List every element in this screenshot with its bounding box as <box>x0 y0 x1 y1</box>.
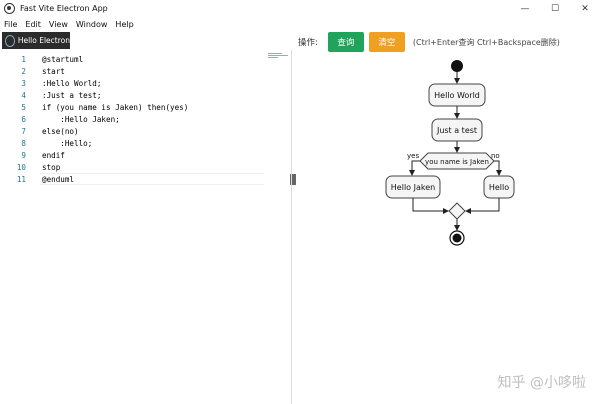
line-number: 11 <box>16 174 26 184</box>
line-number: 2 <box>21 66 26 76</box>
window-title: Fast Vite Electron App <box>20 4 108 13</box>
electron-icon <box>5 34 15 47</box>
line-text: :Hello; <box>42 138 93 148</box>
line-text: stop <box>42 162 61 172</box>
activity-label: Hello World <box>434 91 480 100</box>
activity-label: Just a test <box>436 126 477 135</box>
menu-edit[interactable]: Edit <box>25 19 41 29</box>
code-line[interactable]: 6 :Hello Jaken; <box>0 113 291 125</box>
line-text: :Just a test; <box>42 90 102 100</box>
activity-hello-jaken: Hello Jaken <box>385 175 441 199</box>
line-number: 4 <box>21 90 26 100</box>
condition-label: you name is Jaken <box>425 158 489 166</box>
query-button[interactable]: 查询 <box>327 32 364 52</box>
menu-help[interactable]: Help <box>115 19 134 29</box>
code-line[interactable]: 10 stop <box>0 161 291 173</box>
code-line[interactable]: 3 :Hello World; <box>0 77 291 89</box>
line-number: 8 <box>21 138 26 148</box>
code-line[interactable]: 4 :Just a test; <box>0 89 291 101</box>
uml-activity-diagram: Hello World Just a test you name is Jake… <box>385 60 515 246</box>
merge-node <box>448 202 466 220</box>
line-number: 10 <box>16 162 26 172</box>
line-text: endif <box>42 150 65 160</box>
menu-bar: File Edit View Window Help <box>0 17 600 31</box>
menu-window[interactable]: Window <box>75 19 108 29</box>
line-number: 5 <box>21 102 26 112</box>
line-number: 9 <box>21 150 26 160</box>
line-text: if (you name is Jaken) then(yes) <box>42 102 189 112</box>
title-bar: Fast Vite Electron App — ☐ ✕ <box>0 0 600 17</box>
line-text: :Hello World; <box>42 78 102 88</box>
minimize-button[interactable]: — <box>520 3 530 14</box>
yes-label: yes <box>407 152 419 160</box>
minimap[interactable] <box>268 53 290 61</box>
line-text: @enduml <box>42 174 75 184</box>
code-line[interactable]: 2 start <box>0 65 291 77</box>
tab-hello-electron[interactable]: Hello Electron <box>2 32 70 49</box>
code-line[interactable]: 7 else(no) <box>0 125 291 137</box>
active-line-highlight <box>40 173 264 185</box>
watermark: 知乎 @小哆啦 <box>497 375 586 391</box>
line-number: 7 <box>21 126 26 136</box>
pane-divider[interactable] <box>291 50 292 404</box>
code-line[interactable]: 8 :Hello; <box>0 137 291 149</box>
editor-scroll-marker[interactable] <box>290 174 296 185</box>
line-number: 3 <box>21 78 26 88</box>
no-label: no <box>491 152 500 160</box>
operation-label: 操作: <box>298 38 318 48</box>
code-line[interactable]: 5 if (you name is Jaken) then(yes) <box>0 101 291 113</box>
menu-file[interactable]: File <box>4 19 18 29</box>
line-text: else(no) <box>42 126 79 136</box>
line-text: @startuml <box>42 54 84 64</box>
menu-view[interactable]: View <box>48 19 68 29</box>
tab-bar: Hello Electron <box>0 31 600 50</box>
code-line[interactable]: 9 endif <box>0 149 291 161</box>
start-node <box>451 60 463 72</box>
close-button[interactable]: ✕ <box>581 3 589 14</box>
activity-label: Hello <box>489 183 509 192</box>
line-text: start <box>42 66 65 76</box>
decision-node: you name is Jaken <box>419 152 495 170</box>
maximize-button[interactable]: ☐ <box>550 3 560 14</box>
code-line-active[interactable]: 11 @enduml <box>0 173 291 185</box>
window-controls: — ☐ ✕ <box>510 0 600 17</box>
code-line[interactable]: 1 @startuml <box>0 53 291 65</box>
activity-label: Hello Jaken <box>391 183 435 192</box>
line-text: :Hello Jaken; <box>42 114 120 124</box>
activity-hello: Hello <box>483 175 515 199</box>
line-number: 1 <box>21 54 26 64</box>
activity-just-a-test: Just a test <box>431 118 483 142</box>
activity-hello-world: Hello World <box>428 83 486 107</box>
clear-button[interactable]: 清空 <box>368 32 405 52</box>
line-number: 6 <box>21 114 26 124</box>
code-editor[interactable]: 1 @startuml 2 start 3 :Hello World; 4 :Just … <box>0 50 291 404</box>
tab-label: Hello Electron <box>17 36 70 45</box>
end-node <box>449 230 465 246</box>
toolbar: 操作: 查询 清空 (Ctrl+Enter查询 Ctrl+Backspace删除… <box>298 32 560 52</box>
shortcut-hint: (Ctrl+Enter查询 Ctrl+Backspace删除) <box>412 37 560 47</box>
app-icon <box>4 3 15 14</box>
